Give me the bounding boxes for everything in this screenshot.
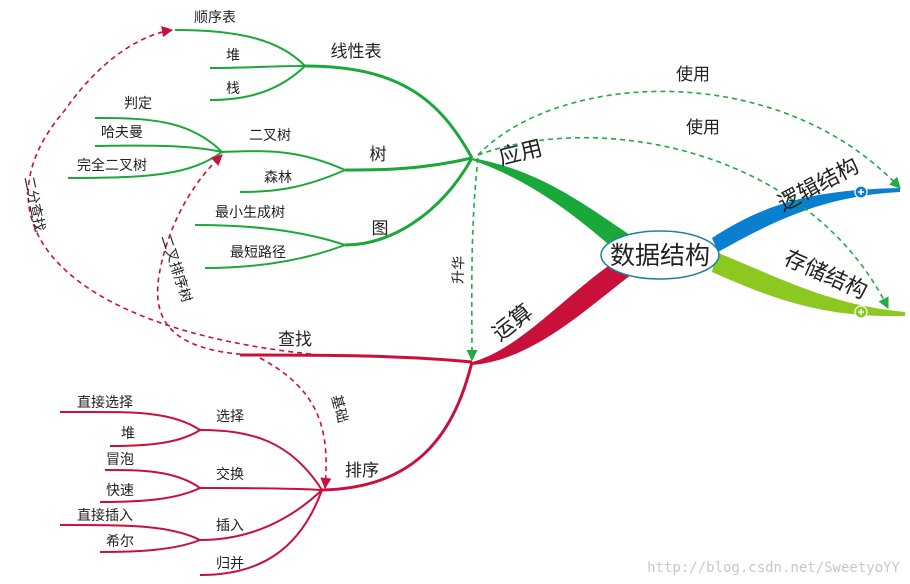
center-label: 数据结构 [610, 241, 710, 270]
use-link-label-1: 使用 [676, 64, 710, 85]
branch-storage [712, 252, 905, 317]
insert-item-2: 希尔 [106, 534, 134, 550]
swap-item-2: 快速 [106, 483, 134, 499]
sort-select-label: 选择 [216, 409, 244, 425]
sort-merge-label: 归并 [216, 555, 244, 572]
sort-swap-label: 交换 [216, 466, 244, 483]
branch-operation [472, 258, 635, 365]
branch-graph [344, 157, 474, 247]
center-node[interactable] [600, 230, 720, 280]
edge-linear-dui [209, 65, 306, 69]
watermark: http://blog.csdn.net/SweetyoYY [647, 560, 900, 576]
link-binary-search [27, 26, 321, 356]
edge-linear-shunxu [174, 29, 306, 67]
edge-insert-direct [59, 524, 201, 541]
green-subtree [304, 64, 474, 247]
upgrade-link-label: 升华 [451, 256, 468, 285]
edge-sort-merge [199, 489, 323, 576]
use-link-label-2: 使用 [686, 117, 720, 138]
edge-insert-shell [99, 539, 201, 553]
edge-swap-quick [99, 487, 201, 503]
edge-swap-bubble [104, 469, 201, 489]
green-leaves [67, 29, 346, 269]
binary-item-2: 哈夫曼 [101, 125, 143, 141]
branch-logical [712, 188, 900, 252]
branch-linear [304, 64, 474, 159]
edge-binary-huffman [94, 144, 223, 153]
select-item-1: 直接选择 [77, 394, 133, 411]
red-leaves [59, 410, 323, 576]
edge-select-dui [109, 429, 201, 447]
bst-link-label: 二叉排序树 [157, 233, 194, 305]
edge-sort-insert [199, 489, 323, 541]
logical-expand-icon[interactable] [854, 185, 868, 199]
edge-sort-swap [199, 487, 323, 491]
edge-binary-complete [67, 151, 223, 179]
edge-graph-mst [194, 224, 346, 246]
binary-item-3: 完全二叉树 [77, 157, 147, 174]
graph-item-2: 最短路径 [230, 245, 286, 261]
basis-link-label: 基础 [328, 393, 352, 424]
linear-item-1: 顺序表 [194, 10, 236, 26]
link-bst [156, 154, 251, 356]
binary-item-1: 判定 [124, 96, 152, 112]
edge-tree-forest [239, 169, 346, 193]
sort-insert-label: 插入 [216, 518, 244, 534]
edge-tree-binary [221, 150, 346, 171]
branch-search [239, 353, 473, 364]
swap-item-1: 冒泡 [106, 452, 134, 468]
branch-sort [321, 361, 474, 492]
sort-label: 排序 [345, 461, 379, 481]
link-basis [259, 357, 332, 490]
insert-item-1: 直接插入 [77, 507, 133, 524]
edge-binary-panding [94, 117, 223, 153]
branch-application [472, 158, 630, 250]
edge-linear-zhan [209, 65, 306, 101]
forest-label: 森林 [264, 170, 292, 186]
link-use-storage [477, 136, 889, 310]
linear-item-3: 栈 [226, 81, 240, 97]
graph-label: 图 [372, 219, 389, 239]
application-label: 应用 [496, 136, 545, 171]
edge-graph-shortest [204, 244, 346, 269]
binary-tree-label: 二叉树 [249, 128, 291, 144]
search-label: 查找 [278, 330, 312, 350]
logical-label: 逻辑结构 [774, 154, 863, 217]
edge-select-direct [59, 410, 201, 431]
branch-tree [344, 156, 473, 172]
linear-item-2: 堆 [226, 48, 240, 64]
link-upgrade [466, 157, 479, 362]
edge-sort-select [199, 429, 323, 491]
storage-expand-icon[interactable] [854, 305, 868, 319]
graph-item-1: 最小生成树 [215, 205, 285, 221]
relation-links [27, 26, 901, 490]
tree-label: 树 [370, 145, 387, 165]
linear-label: 线性表 [331, 42, 382, 62]
binary-search-link-label: 二分查找 [20, 175, 47, 233]
select-item-2: 堆 [121, 426, 135, 442]
red-subtree [239, 353, 474, 492]
